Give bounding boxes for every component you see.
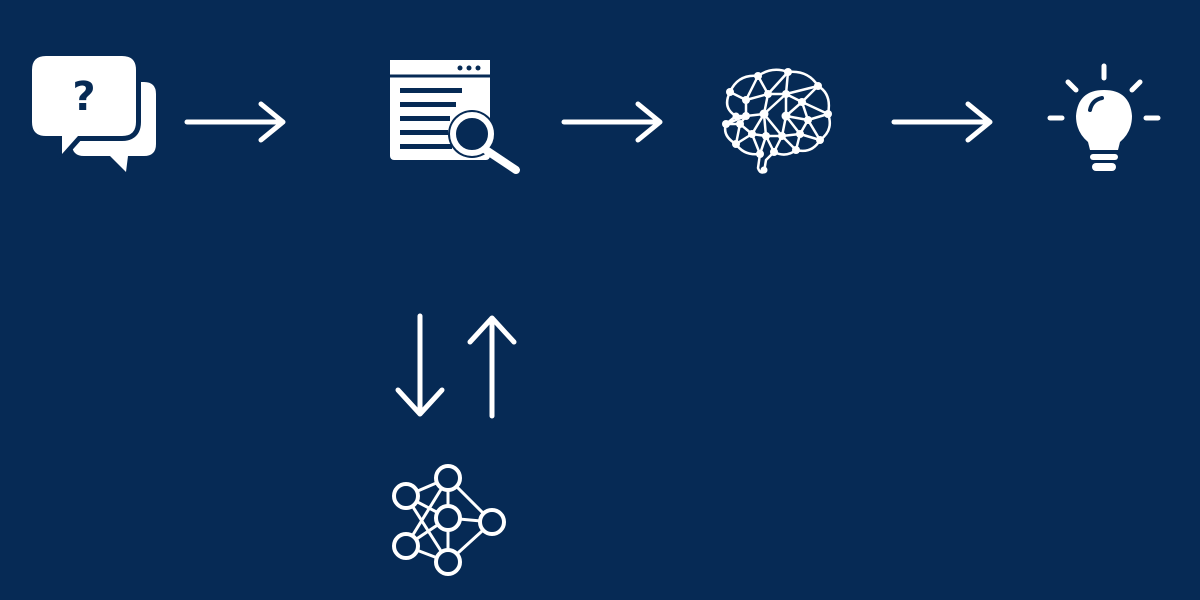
neural-brain-icon (716, 64, 836, 176)
neural-network-icon (382, 462, 510, 584)
question-chat-bubbles-icon: ? (27, 51, 160, 174)
arrow-right-icon (891, 100, 994, 144)
arrow-right-icon (184, 100, 287, 144)
document-search-icon (388, 58, 524, 176)
question-mark-glyph: ? (72, 74, 95, 120)
arrow-down-icon (394, 312, 446, 420)
arrow-right-icon (561, 100, 664, 144)
arrow-up-icon (466, 312, 518, 420)
lightbulb-icon (1044, 62, 1164, 178)
